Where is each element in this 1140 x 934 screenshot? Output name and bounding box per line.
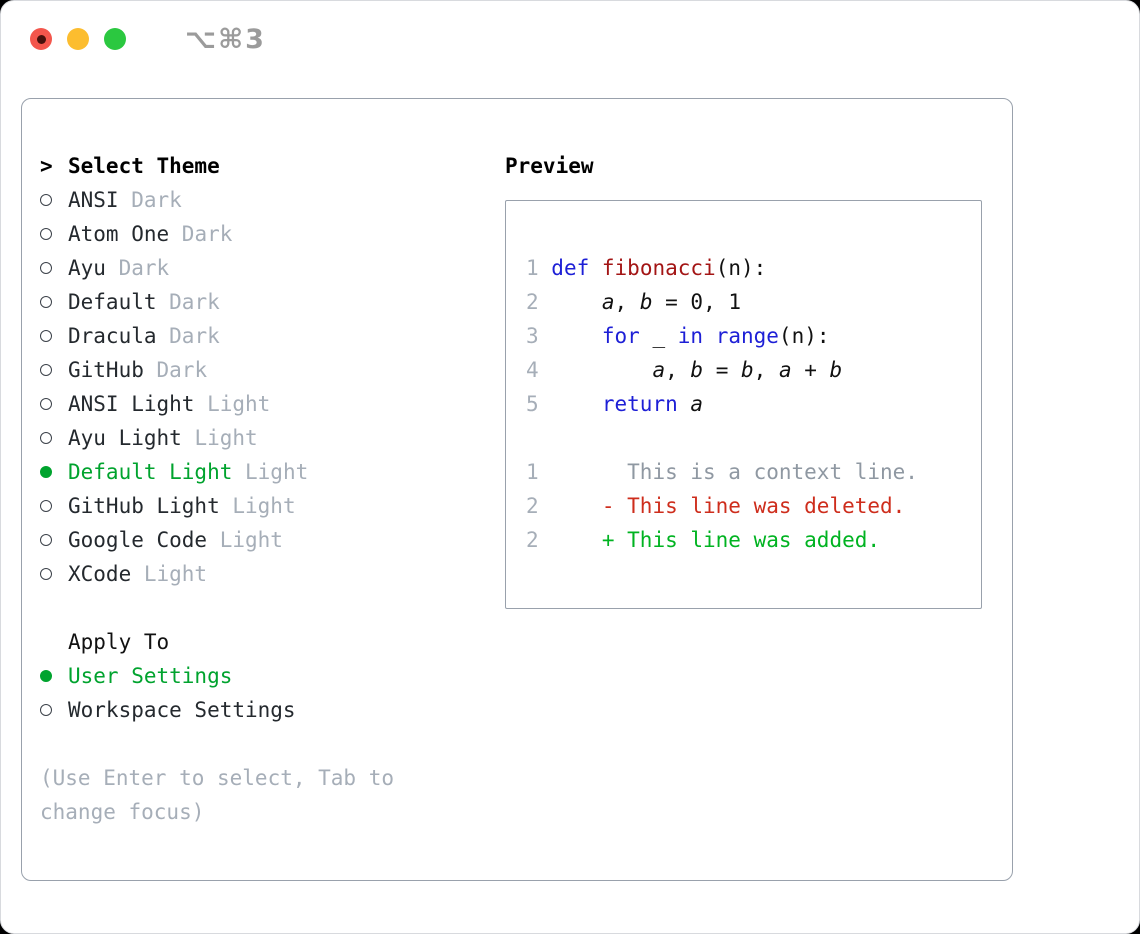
theme-option[interactable]: Google Code Light — [40, 523, 505, 557]
prompt-caret-icon: > — [40, 154, 53, 178]
apply-to-heading: Apply To — [40, 625, 505, 659]
theme-variant: Light — [143, 562, 208, 586]
theme-name: Dracula — [68, 324, 170, 348]
radio-icon — [40, 228, 68, 240]
radio-icon — [40, 398, 68, 410]
theme-option[interactable]: XCode Light — [40, 557, 505, 591]
radio-icon — [40, 670, 68, 682]
keyboard-hint: (Use Enter to select, Tab to change focu… — [40, 766, 395, 824]
theme-option[interactable]: GitHub Light Light — [40, 489, 505, 523]
theme-name: ANSI — [68, 188, 132, 212]
apply-to-option[interactable]: Workspace Settings — [40, 693, 505, 727]
theme-name: Default — [68, 290, 170, 314]
close-dot-icon — [36, 34, 46, 44]
theme-option[interactable]: ANSI Light Light — [40, 387, 505, 421]
theme-variant: Dark — [169, 324, 220, 348]
theme-name: Default Light — [68, 460, 246, 484]
theme-variant: Dark — [156, 358, 208, 382]
theme-name: GitHub Light — [68, 494, 233, 518]
theme-variant: Dark — [131, 188, 182, 212]
theme-variant: Light — [207, 392, 271, 416]
preview-pane: Preview 1 def fibonacci(n): 2 a, b = 0, 1… — [505, 149, 986, 880]
radio-icon — [40, 296, 68, 308]
close-button[interactable] — [30, 28, 52, 50]
theme-option[interactable]: Ayu Dark — [40, 251, 505, 285]
theme-name: XCode — [68, 562, 144, 586]
radio-icon — [40, 330, 68, 342]
radio-icon — [40, 466, 68, 478]
preview-title: Preview — [505, 154, 594, 178]
theme-option[interactable]: Atom One Dark — [40, 217, 505, 251]
radio-icon — [40, 262, 68, 274]
radio-icon — [40, 568, 68, 580]
minimize-button[interactable] — [67, 28, 89, 50]
theme-option[interactable]: GitHub Dark — [40, 353, 505, 387]
theme-name: ANSI Light — [68, 392, 208, 416]
code-line: 4 a, b = b, a + b — [526, 358, 843, 382]
select-theme-title: Select Theme — [68, 154, 220, 178]
radio-icon — [40, 432, 68, 444]
preview-box: 1 def fibonacci(n): 2 a, b = 0, 1 3 for _ … — [505, 200, 982, 609]
theme-option[interactable]: Dracula Dark — [40, 319, 505, 353]
radio-icon — [40, 704, 68, 716]
code-line: 2 a, b = 0, 1 — [526, 290, 741, 314]
code-line: 1 This is a context line. — [526, 460, 918, 484]
theme-option[interactable]: Default Light Light — [40, 455, 505, 489]
code-line: 2 + This line was added. — [526, 528, 881, 552]
code-line: 5 return a — [526, 392, 704, 416]
code-line — [526, 421, 971, 455]
zoom-button[interactable] — [104, 28, 126, 50]
theme-variant: Dark — [181, 222, 233, 246]
theme-option[interactable]: Default Dark — [40, 285, 505, 319]
theme-variant: Light — [245, 460, 309, 484]
titlebar: ⌥⌘3 — [1, 1, 1139, 77]
radio-icon — [40, 534, 68, 546]
radio-icon — [40, 500, 68, 512]
radio-icon — [40, 364, 68, 376]
theme-name: Ayu — [68, 256, 119, 280]
theme-name: Ayu Light — [68, 426, 195, 450]
select-theme-heading: > Select Theme — [40, 149, 505, 183]
theme-name: Atom One — [68, 222, 182, 246]
apply-to-label: User Settings — [68, 664, 233, 688]
apply-to-title: Apply To — [68, 630, 170, 654]
theme-option[interactable]: ANSI Dark — [40, 183, 505, 217]
apply-to-label: Workspace Settings — [68, 698, 296, 722]
radio-icon — [40, 194, 68, 206]
window-title: ⌥⌘3 — [185, 23, 266, 55]
theme-name: GitHub — [68, 358, 157, 382]
theme-variant: Light — [232, 494, 296, 518]
theme-variant: Light — [194, 426, 258, 450]
theme-variant: Dark — [118, 256, 170, 280]
theme-variant: Dark — [169, 290, 220, 314]
theme-name: Google Code — [68, 528, 220, 552]
code-line: 2 - This line was deleted. — [526, 494, 906, 518]
apply-to-option[interactable]: User Settings — [40, 659, 505, 693]
code-line: 3 for _ in range(n): — [526, 324, 830, 348]
code-line: 1 def fibonacci(n): — [526, 256, 767, 280]
theme-variant: Light — [219, 528, 283, 552]
theme-option[interactable]: Ayu Light Light — [40, 421, 505, 455]
